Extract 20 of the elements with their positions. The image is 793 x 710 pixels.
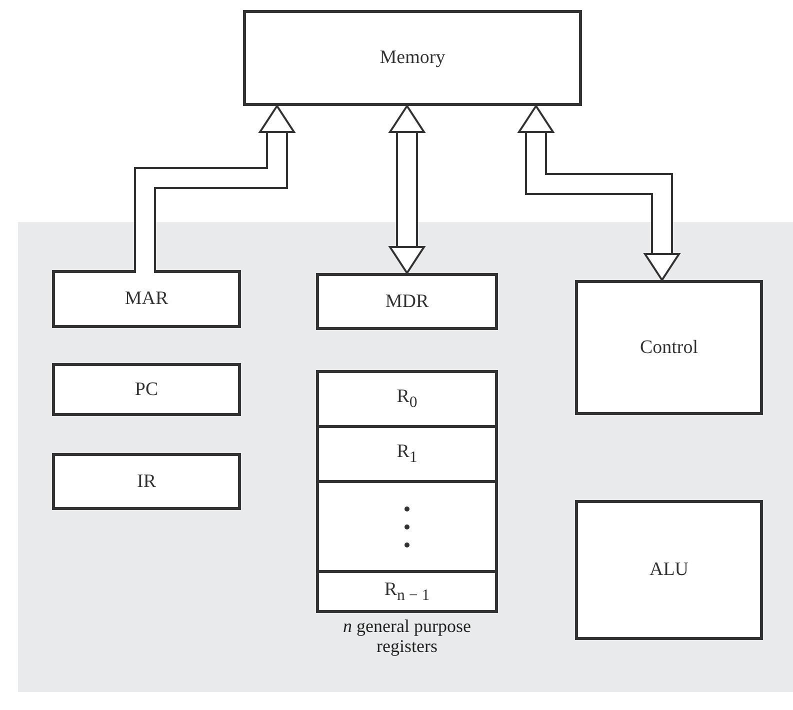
component-label: ALU — [649, 559, 689, 581]
component-box — [243, 10, 582, 106]
component-box — [52, 453, 241, 510]
component-box — [575, 280, 763, 415]
component-label: PC — [134, 378, 158, 400]
component-label: IR — [137, 470, 156, 492]
component-label: Memory — [380, 47, 446, 69]
bus-arrow — [517, 104, 681, 282]
component-box — [52, 270, 241, 328]
component-box — [52, 363, 241, 416]
component-label: MAR — [124, 288, 168, 310]
component-label: R$_{1}$ — [396, 441, 418, 467]
component-label: MDR — [385, 290, 429, 312]
component-box — [575, 500, 763, 640]
component-label: R$_{0}$ — [396, 386, 418, 412]
bus-arrow — [388, 104, 426, 275]
component-label: Control — [640, 336, 698, 358]
node-label: n general purpose registers — [342, 617, 472, 657]
register-stack — [316, 370, 498, 613]
component-label: R$_{n − 1}$ — [384, 578, 430, 604]
